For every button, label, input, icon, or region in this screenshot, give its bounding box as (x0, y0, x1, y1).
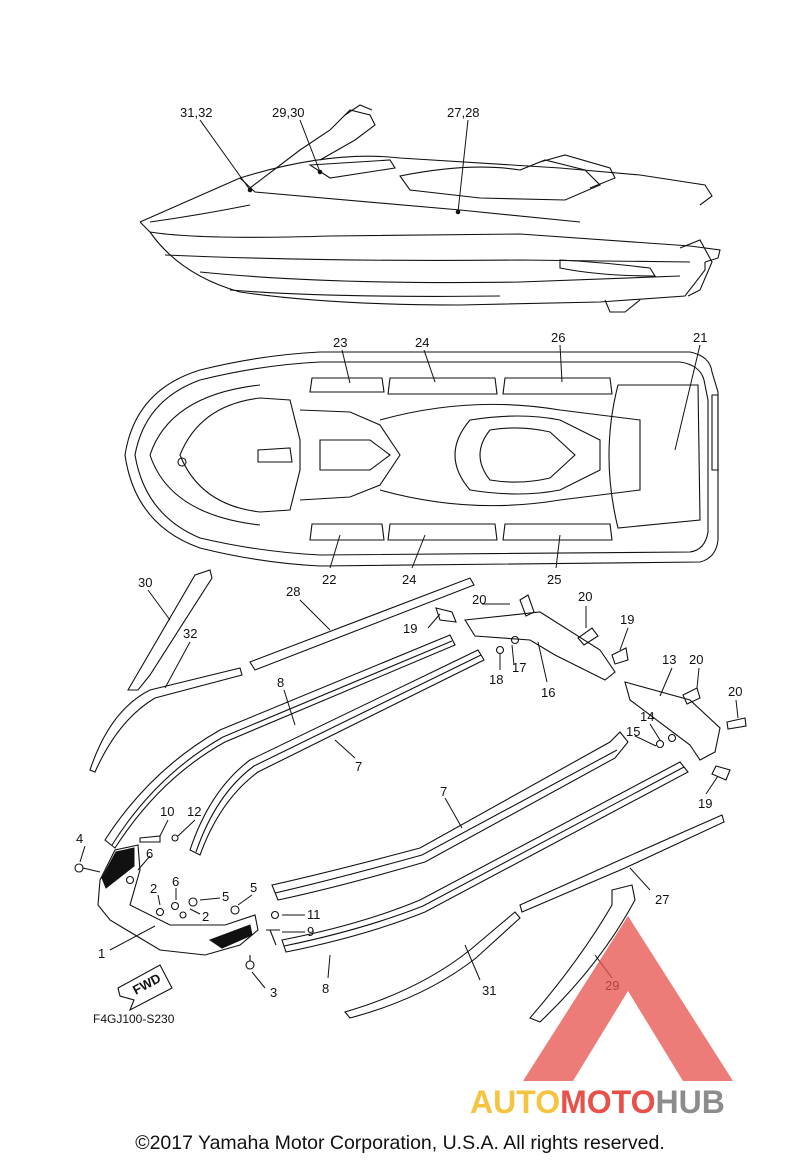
watermark-triangle-logo (523, 916, 733, 1081)
callout-21: 21 (693, 330, 707, 345)
callout-3: 3 (270, 985, 277, 1000)
figure-code: F4GJ100-S230 (93, 1012, 175, 1026)
callout-9: 9 (307, 924, 314, 939)
callout-11: 11 (307, 907, 321, 922)
callout-15: 15 (626, 724, 640, 739)
part-7-rail-right (271, 731, 629, 901)
callout-27: 27 (655, 892, 669, 907)
callout-19-mid: 19 (620, 612, 634, 627)
callout-8-top: 8 (277, 675, 284, 690)
watermark-moto: MOTO (560, 1084, 655, 1118)
callout-10: 10 (160, 804, 174, 819)
callout-20-d: 20 (728, 684, 742, 699)
top-view-hull (124, 351, 719, 567)
part-32-stripe (89, 667, 243, 773)
callout-1: 1 (98, 946, 105, 961)
watermark-text: AUTOMOTOHUB (470, 1084, 725, 1118)
part-8-rail (104, 634, 456, 849)
side-view-hull (139, 104, 721, 313)
part-28-stripe (249, 577, 475, 671)
part-31-stripe (344, 911, 521, 1019)
callout-13: 13 (662, 652, 676, 667)
callout-14: 14 (640, 709, 654, 724)
callout-23: 23 (333, 335, 347, 350)
callout-5-left: 5 (222, 889, 229, 904)
callout-25: 25 (547, 572, 561, 587)
callout-6-left: 6 (146, 846, 153, 861)
callout-5-right: 5 (250, 880, 257, 895)
part-13-bracket (624, 681, 721, 761)
part-1-bumper (97, 844, 259, 956)
callout-8-bottom: 8 (322, 981, 329, 996)
callout-30: 30 (138, 575, 152, 590)
callout-29-30: 29,30 (272, 105, 305, 120)
callout-32: 32 (183, 626, 197, 641)
callout-18: 18 (489, 672, 503, 687)
callout-7-right: 7 (440, 784, 447, 799)
callout-7-left: 7 (355, 759, 362, 774)
deck-mats (309, 377, 613, 541)
part-30-stripe (127, 569, 213, 691)
callout-19-left: 19 (403, 621, 417, 636)
callout-2-right: 2 (202, 909, 209, 924)
watermark-auto: AUTO (470, 1084, 560, 1118)
callout-31-32: 31,32 (180, 105, 213, 120)
part-16-bracket (464, 611, 616, 681)
callout-24-top: 24 (415, 335, 429, 350)
fwd-label: FWD (130, 970, 163, 997)
callout-24-bottom: 24 (402, 572, 416, 587)
callout-20-b: 20 (578, 589, 592, 604)
watermark-hub: HUB (655, 1084, 724, 1118)
callout-12: 12 (187, 804, 201, 819)
callout-4: 4 (76, 831, 83, 846)
callout-20-a: 20 (472, 592, 486, 607)
part-29-stripe (529, 884, 636, 1023)
callout-22: 22 (322, 572, 336, 587)
fasteners (74, 594, 747, 970)
callout-2-left: 2 (150, 881, 157, 896)
callout-27-28: 27,28 (447, 105, 480, 120)
callout-6-right: 6 (172, 874, 179, 889)
callout-17: 17 (512, 660, 526, 675)
callout-20-c: 20 (689, 652, 703, 667)
callout-26: 26 (551, 330, 565, 345)
part-8-rail-right (281, 761, 689, 953)
automotohub-watermark: AUTOMOTOHUB (470, 916, 733, 1118)
part-27-stripe (519, 814, 725, 913)
callout-16: 16 (541, 685, 555, 700)
callout-31: 31 (482, 983, 496, 998)
fwd-arrow (117, 964, 173, 1012)
callout-19-right: 19 (698, 796, 712, 811)
callout-28: 28 (286, 584, 300, 599)
part-7-rail (189, 649, 485, 856)
copyright-notice: ©2017 Yamaha Motor Corporation, U.S.A. A… (135, 1132, 665, 1154)
